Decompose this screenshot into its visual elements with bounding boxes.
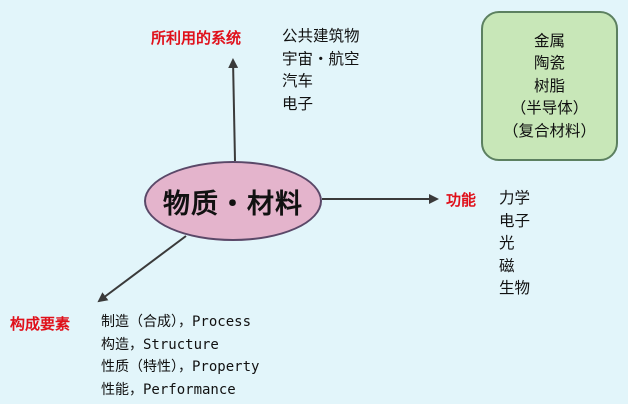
functions-item: 生物 — [499, 279, 531, 297]
materials-item: （复合材料） — [502, 121, 596, 140]
materials-item: 陶瓷 — [533, 54, 565, 73]
systems-label: 所利用的系统 — [151, 29, 242, 47]
systems-item: 宇宙・航空 — [282, 49, 360, 68]
materials-box: 金属 陶瓷 树脂 （半导体） （复合材料） — [481, 11, 618, 161]
elements-item: 构造，Structure — [101, 336, 219, 353]
arrow-up-to-systems — [228, 58, 239, 162]
arrow-down-left-to-elements — [97, 235, 187, 303]
functions-item: 力学 — [499, 189, 531, 207]
elements-label: 构成要素 — [10, 315, 71, 333]
functions-item: 电子 — [499, 211, 531, 230]
systems-item: 电子 — [282, 94, 314, 113]
elements-list: 制造（合成），Process 构造，Structure 性质（特性），Prope… — [101, 311, 259, 401]
systems-list: 公共建筑物 宇宙・航空 汽车 电子 — [282, 25, 360, 115]
materials-item: （半导体） — [510, 99, 589, 118]
materials-item: 金属 — [533, 31, 565, 50]
functions-item: 磁 — [499, 256, 515, 275]
functions-item: 光 — [499, 234, 515, 252]
elements-item: 制造（合成），Process — [101, 314, 252, 330]
elements-item: 性能，Performance — [101, 381, 236, 398]
elements-item: 性质（特性），Property — [101, 359, 260, 375]
center-node-material: 物质・材料 — [144, 161, 322, 241]
functions-list: 力学 电子 光 磁 生物 — [499, 187, 530, 300]
systems-item: 汽车 — [282, 72, 314, 90]
systems-item: 公共建筑物 — [282, 27, 360, 45]
materials-item: 树脂 — [533, 76, 565, 95]
functions-label: 功能 — [446, 191, 477, 209]
